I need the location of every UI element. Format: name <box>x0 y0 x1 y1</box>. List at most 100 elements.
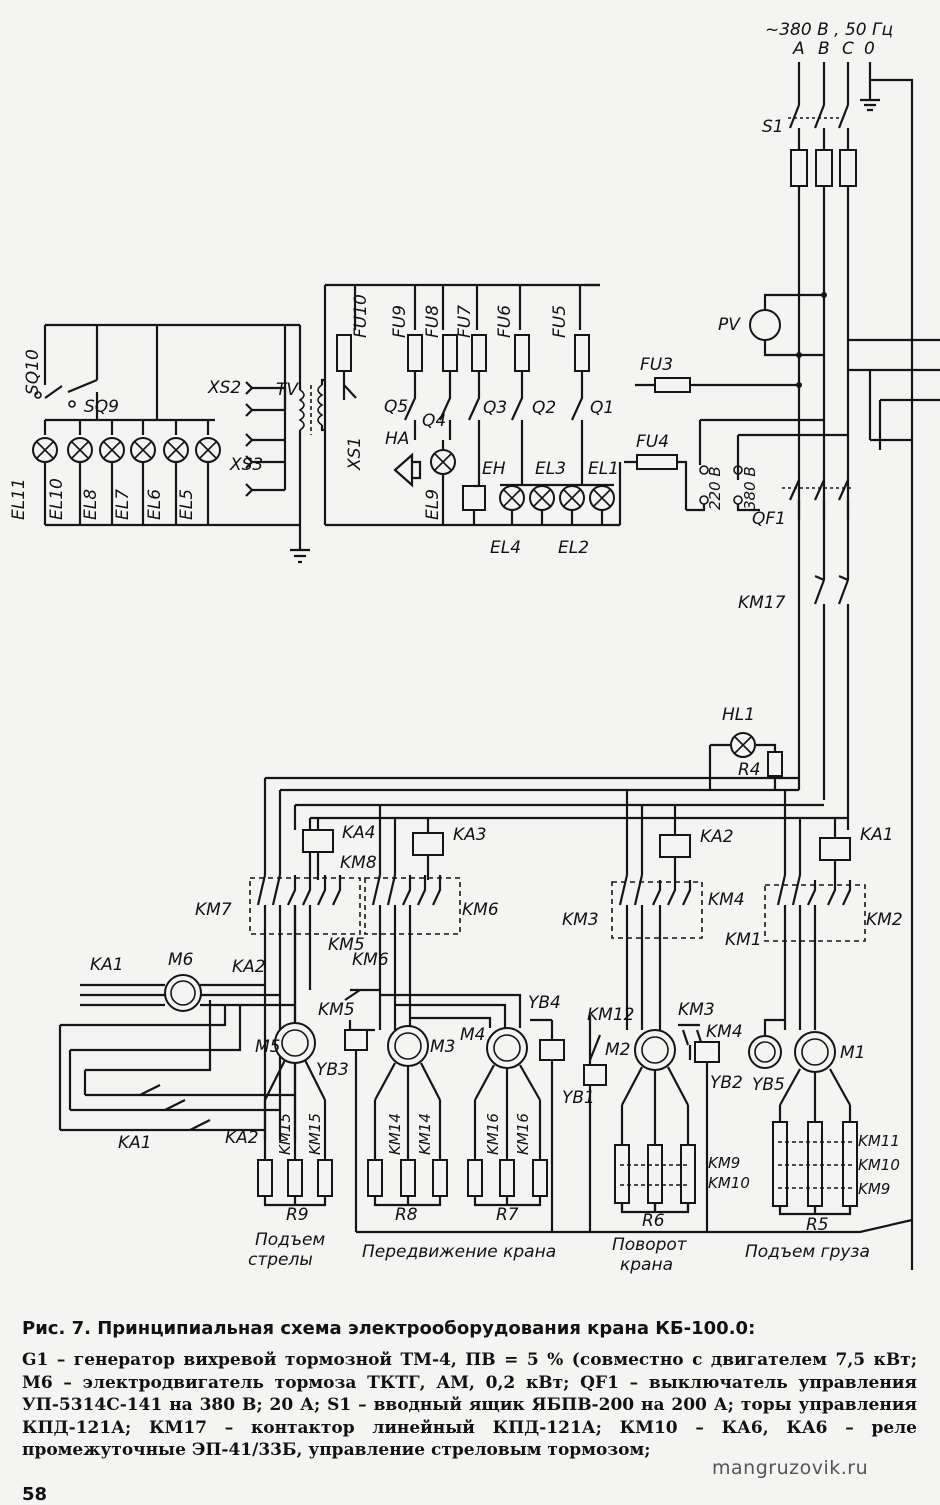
km10-label-hoist: KM10 <box>858 1156 900 1174</box>
group-boom-line1: Подъем <box>255 1230 325 1250</box>
km17-label: KM17 <box>738 593 786 613</box>
m3-label: M3 <box>430 1037 455 1057</box>
lighting-bus <box>323 283 600 527</box>
xs2-label: XS2 <box>207 378 241 398</box>
tv-label: TV <box>276 380 299 400</box>
r8-label: R8 <box>395 1205 418 1225</box>
resistor-r5 <box>772 1121 858 1216</box>
m4-label: M4 <box>460 1025 485 1045</box>
s1-label: S1 <box>762 117 784 137</box>
q1-label: Q1 <box>590 398 614 418</box>
km5-label: KM5 <box>328 935 365 955</box>
motor-m1 <box>748 1018 852 1210</box>
km15-label-a: KM15 <box>276 1113 294 1155</box>
km4-label: KM4 <box>708 890 745 910</box>
figure-caption: Рис. 7. Принципиальная схема электрообор… <box>22 1318 917 1462</box>
m5-label: M5 <box>255 1037 280 1057</box>
caption-title: Рис. 7. Принципиальная схема электрообор… <box>22 1318 756 1339</box>
ka2-label-bottom: KA2 <box>225 1128 259 1148</box>
supply-bus <box>788 62 914 1270</box>
m1-label: M1 <box>840 1043 865 1063</box>
fu10-label: FU10 <box>351 294 371 338</box>
q4-label: Q4 <box>422 411 446 431</box>
km11-label: KM11 <box>858 1132 900 1150</box>
yb4-label: YB4 <box>528 993 561 1013</box>
q5-label: Q5 <box>384 397 408 417</box>
yb3-label: YB3 <box>316 1060 349 1080</box>
el2-label: EL2 <box>558 538 589 558</box>
contactors-hoist <box>764 874 866 1030</box>
pv-label: PV <box>718 315 741 335</box>
phase-a-label: A <box>792 39 805 59</box>
watermark: mangruzovik.ru <box>712 1457 869 1479</box>
km1-label: KM1 <box>725 930 762 950</box>
ha-label: HA <box>385 429 409 449</box>
resistor-r8 <box>367 1159 448 1207</box>
r4-label: R4 <box>738 760 761 780</box>
v220-label: 220 В <box>706 466 724 510</box>
ka4-label: KA4 <box>342 823 376 843</box>
caption-body: G1 – генератор вихревой тормозной ТМ-4, … <box>22 1350 917 1460</box>
ka2-label-left: KA2 <box>232 957 266 977</box>
m6-label: M6 <box>168 950 194 970</box>
lamp-row-lower <box>499 462 622 525</box>
m2-label: M2 <box>605 1040 630 1060</box>
km5-label-aux: KM5 <box>318 1000 355 1020</box>
motor-m6 <box>58 974 295 1132</box>
r5-label: R5 <box>806 1215 829 1235</box>
yb2-label: YB2 <box>710 1073 743 1093</box>
km7-label: KM7 <box>195 900 232 920</box>
contactors-slew <box>611 874 703 1030</box>
km16-label-a: KM16 <box>484 1113 502 1155</box>
tv-transformer <box>290 325 325 564</box>
km9-label-slew: KM9 <box>708 1154 740 1172</box>
r6-label: R6 <box>642 1211 665 1231</box>
el8-label: EL8 <box>81 489 101 520</box>
yb1-label: YB1 <box>562 1088 595 1108</box>
qf1-label: QF1 <box>752 509 786 529</box>
hl1-lamp <box>708 732 783 790</box>
ka2-label: KA2 <box>700 827 734 847</box>
km17-contactor <box>797 574 850 830</box>
el7-label: EL7 <box>113 489 133 520</box>
km16-label-b: KM16 <box>514 1113 532 1155</box>
km15-label-b: KM15 <box>306 1113 324 1155</box>
km2-label: KM2 <box>866 910 903 930</box>
motor-m3 <box>373 1025 442 1160</box>
km4-label-aux: KM4 <box>706 1022 743 1042</box>
motor-m4 <box>380 993 542 1160</box>
xs1-label: XS1 <box>345 437 365 471</box>
group-slew-line1: Поворот <box>612 1235 688 1255</box>
crane-wiring-schematic: ~380 В , 50 Гц A B C 0 S1 PV FU3 FU4 2 <box>9 20 940 1275</box>
ka1-label-top: KA1 <box>860 825 894 845</box>
ka3-label: KA3 <box>453 825 487 845</box>
km6-label: KM6 <box>462 900 499 920</box>
group-boom-line2: стрелы <box>248 1250 313 1270</box>
q3-label: Q3 <box>483 398 507 418</box>
km9-label-hoist: KM9 <box>858 1180 890 1198</box>
sq10-label: SQ10 <box>23 349 43 395</box>
ka1-label-left: KA1 <box>90 955 124 975</box>
fu9-label: FU9 <box>390 305 410 338</box>
resistor-r7 <box>467 1159 548 1207</box>
el3-label: EL3 <box>535 459 566 479</box>
sq9-label: SQ9 <box>84 397 119 417</box>
el9-label: EL9 <box>423 489 443 520</box>
km10-label-slew: KM10 <box>708 1174 750 1192</box>
el10-label: EL10 <box>47 478 67 520</box>
q2-label: Q2 <box>532 398 556 418</box>
qf1-breaker <box>782 479 852 580</box>
fu4-label: FU4 <box>636 432 669 452</box>
lamp-bank-left <box>32 323 300 527</box>
km14-label-a: KM14 <box>386 1113 404 1155</box>
ka1-label-bottom: KA1 <box>118 1133 152 1153</box>
fu7-label: FU7 <box>455 305 475 338</box>
eh-label: EH <box>482 459 506 479</box>
el5-label: EL5 <box>177 489 197 520</box>
phase-0-label: 0 <box>864 39 875 59</box>
page-number: 58 <box>22 1484 48 1505</box>
r9-label: R9 <box>286 1205 309 1225</box>
km12-label: KM12 <box>587 1005 634 1025</box>
supply-phase-labels: A B C 0 <box>792 39 875 59</box>
motor-m5 <box>263 905 327 1160</box>
